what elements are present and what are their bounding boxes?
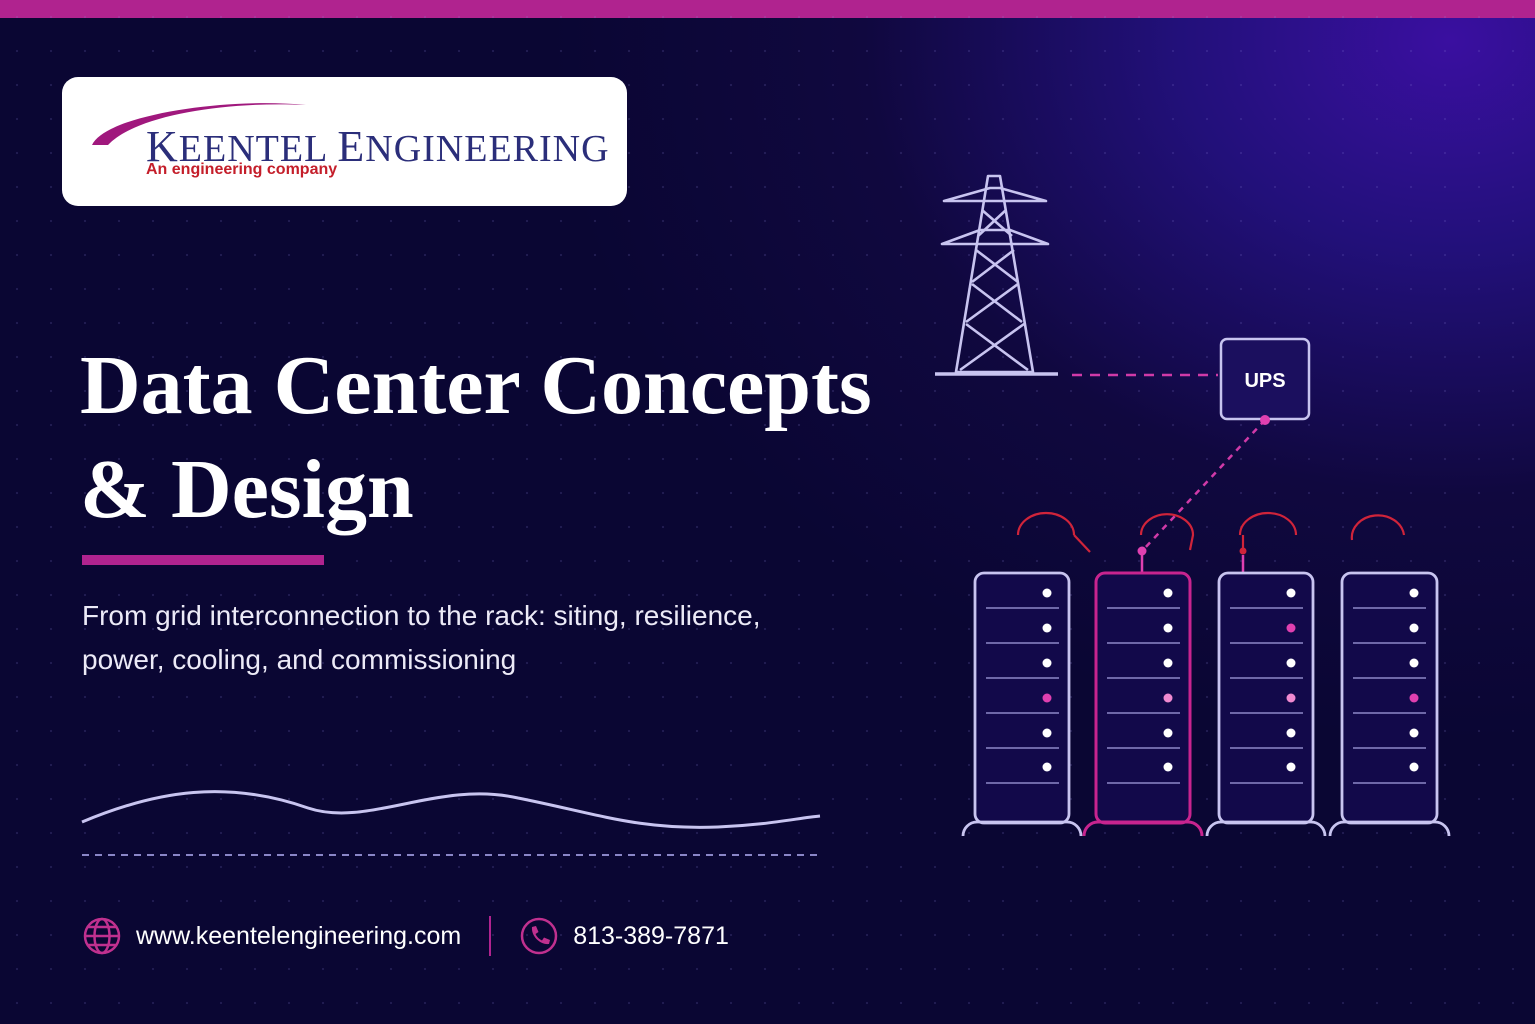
data-center-illustration: UPS <box>935 174 1451 837</box>
contact-separator <box>489 916 492 956</box>
globe-icon <box>83 917 121 955</box>
title-line-1: Data Center Concepts <box>80 339 872 432</box>
phone-icon <box>520 917 558 955</box>
server-rack-icon <box>961 571 1083 837</box>
page-title: Data Center Concepts & Design <box>80 334 872 542</box>
subtitle: From grid interconnection to the rack: s… <box>82 594 882 682</box>
title-line-2: & Design <box>80 443 414 536</box>
server-rack-icon <box>1328 571 1451 837</box>
top-accent-bar <box>0 0 1535 18</box>
cooling-arcs <box>1016 511 1406 553</box>
ups-label: UPS <box>1244 370 1285 392</box>
logo-tagline: An engineering company <box>146 161 338 178</box>
title-underline <box>82 555 324 565</box>
transmission-tower-icon <box>935 174 1058 376</box>
wave-decoration <box>81 790 821 856</box>
ups-box-icon: UPS <box>1219 337 1311 421</box>
server-rack-icon <box>1205 571 1327 837</box>
logo-swoosh-icon <box>92 103 306 145</box>
phone-number[interactable]: 813-389-7871 <box>573 921 729 950</box>
subtitle-line-1: From grid interconnection to the rack: s… <box>82 600 761 631</box>
website-link[interactable]: www.keentelengineering.com <box>136 921 462 950</box>
server-rack-icon <box>1082 571 1204 837</box>
subtitle-line-2: power, cooling, and commissioning <box>82 644 517 675</box>
logo-name: KEENTEL ENGINEERING <box>146 122 610 171</box>
contact-row: www.keentelengineering.com 813-389-7871 <box>82 912 729 960</box>
logo-card[interactable]: KEENTEL ENGINEERING An engineering compa… <box>62 77 627 206</box>
